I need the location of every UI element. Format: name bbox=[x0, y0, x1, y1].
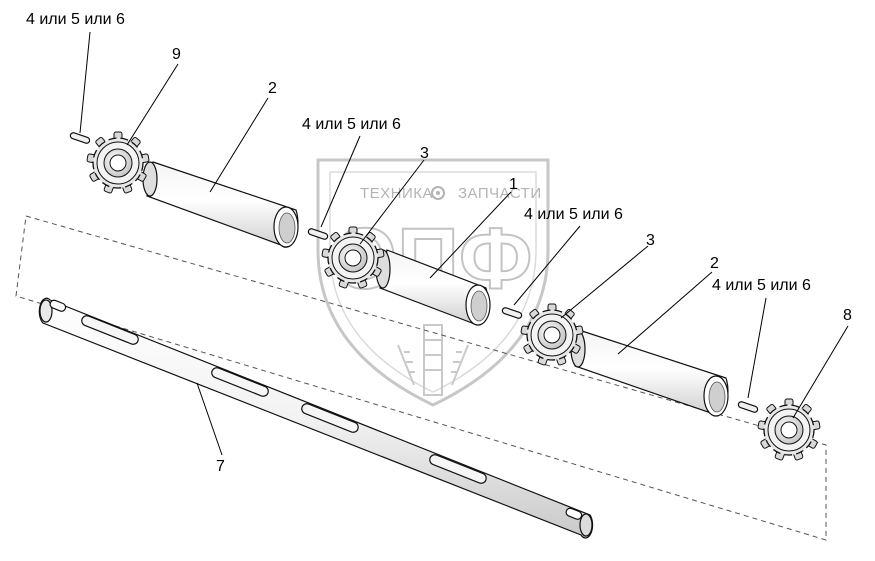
pin-c bbox=[501, 307, 523, 319]
tube-2-right bbox=[570, 330, 729, 417]
sprocket-8 bbox=[757, 398, 821, 461]
tube-1 bbox=[375, 249, 491, 326]
callout-pin-c: 4 или 5 или 6 bbox=[524, 206, 623, 223]
tube-2-left bbox=[142, 161, 299, 248]
watermark-gear-icon bbox=[431, 186, 445, 200]
callout-pin-b: 4 или 5 или 6 bbox=[302, 116, 401, 133]
callout-sprocket-8: 8 bbox=[843, 307, 852, 324]
callout-tube-2-right: 2 bbox=[710, 255, 719, 272]
callout-pin-d: 4 или 5 или 6 bbox=[712, 277, 811, 294]
callout-labels: 4 или 5 или 6 9 2 4 или 5 или 6 3 1 4 ил… bbox=[26, 11, 852, 475]
pin-a bbox=[69, 132, 91, 144]
assembly-boundary bbox=[15, 215, 827, 541]
watermark-wheat-icon bbox=[397, 324, 469, 396]
callout-sprocket-9: 9 bbox=[172, 46, 181, 63]
watermark-line-left: ТЕХНИКА bbox=[360, 185, 433, 202]
callout-sprocket-3-left: 3 bbox=[420, 145, 429, 162]
watermark-line-right: ЗАПЧАСТИ bbox=[458, 185, 542, 202]
pin-d bbox=[737, 401, 759, 413]
callout-shaft-7: 7 bbox=[216, 458, 225, 475]
leader-lines bbox=[79, 31, 849, 456]
sprocket-9 bbox=[86, 131, 150, 194]
sprocket-3-left bbox=[321, 226, 385, 289]
callout-pin-a: 4 или 5 или 6 bbox=[26, 11, 125, 28]
pin-b bbox=[307, 228, 329, 240]
callout-tube-1: 1 bbox=[509, 176, 518, 193]
shaft-7 bbox=[38, 297, 594, 539]
callout-sprocket-3-right: 3 bbox=[646, 232, 655, 249]
callout-tube-2-left: 2 bbox=[268, 80, 277, 97]
watermark-shield-icon bbox=[316, 158, 550, 407]
sprocket-3-right bbox=[520, 303, 584, 366]
